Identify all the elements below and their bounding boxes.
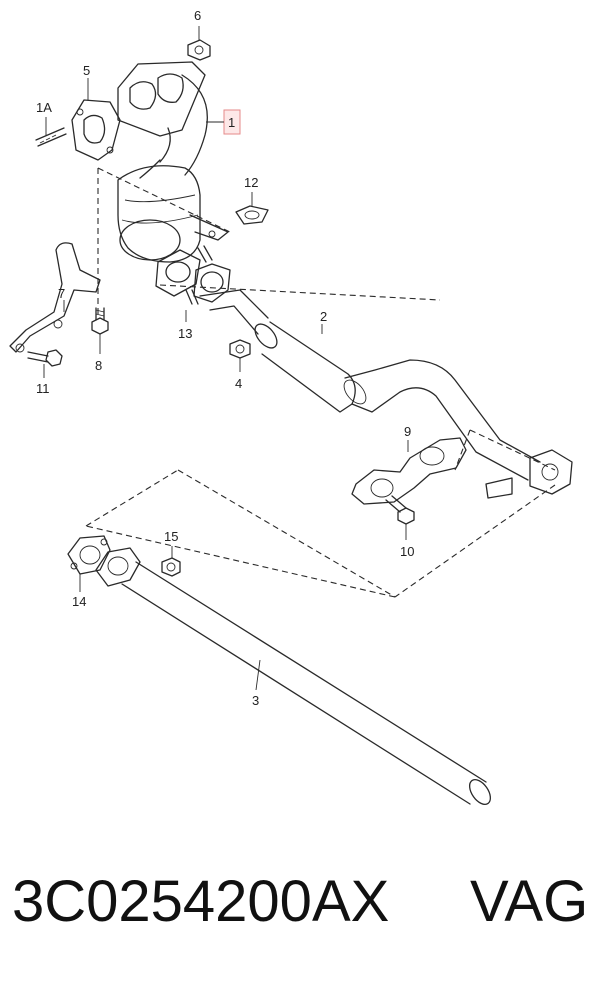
catalytic-converter-manifold[interactable] (117, 61, 229, 263)
nut-15[interactable] (161, 546, 181, 577)
gasket-14[interactable] (67, 535, 111, 592)
callout-8: 8 (95, 358, 102, 373)
gasket-5[interactable] (71, 78, 121, 161)
bolt-10[interactable] (385, 495, 415, 540)
callout-15: 15 (164, 529, 178, 544)
callout-13: 13 (178, 326, 192, 341)
callout-2: 2 (320, 309, 327, 324)
bracket-7[interactable] (9, 242, 101, 353)
callout-14: 14 (72, 594, 86, 609)
callout-10: 10 (400, 544, 414, 559)
callout-11: 11 (36, 381, 50, 396)
callout-5: 5 (83, 63, 90, 78)
brand-name: VAG (470, 869, 589, 934)
gasket-12[interactable] (235, 192, 269, 225)
callout-12: 12 (244, 175, 258, 190)
bolt-11[interactable] (27, 349, 63, 378)
callout-7: 7 (58, 286, 65, 301)
callout-labels: 6 5 1A 1 12 7 8 11 13 4 2 9 10 15 14 3 (36, 8, 414, 708)
part-number: 3C0254200AX (12, 869, 390, 934)
gasket-9[interactable] (351, 437, 467, 505)
callout-4: 4 (235, 376, 242, 391)
nut-6[interactable] (187, 26, 211, 61)
callout-1a: 1A (36, 100, 52, 115)
nut-4[interactable] (229, 339, 251, 372)
assembly-boundary (85, 167, 556, 598)
callout-6: 6 (194, 8, 201, 23)
footer-caption: 3C0254200AX VAG (12, 868, 592, 948)
stud-1a[interactable] (35, 117, 67, 147)
callout-9: 9 (404, 424, 411, 439)
callout-1: 1 (228, 115, 235, 130)
rear-pipe-3[interactable] (95, 547, 495, 808)
middle-pipe-2[interactable] (199, 289, 573, 499)
gasket-and-bolt-13[interactable] (155, 245, 231, 322)
callout-3: 3 (252, 693, 259, 708)
bolt-8[interactable] (91, 307, 109, 354)
